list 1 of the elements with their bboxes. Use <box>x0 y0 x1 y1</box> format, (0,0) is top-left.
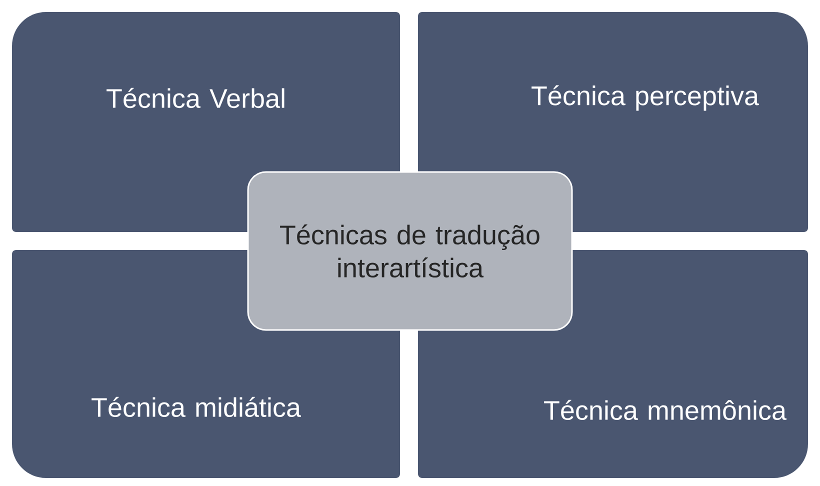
center-box: Técnicas de tradução interartística <box>247 171 573 331</box>
